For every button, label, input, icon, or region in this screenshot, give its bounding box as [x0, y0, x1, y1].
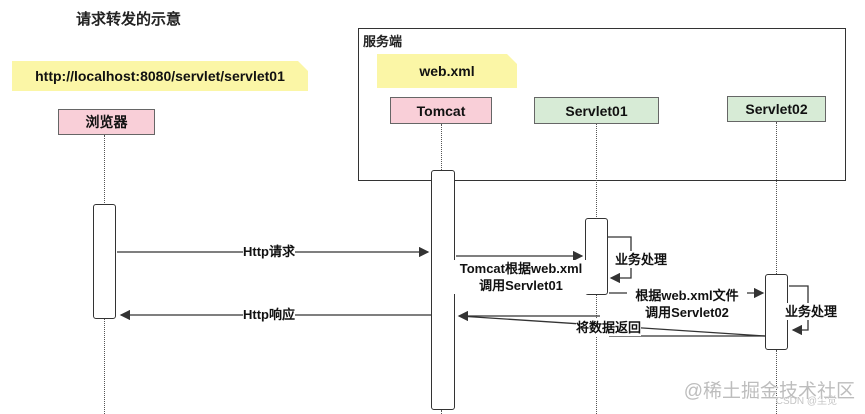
watermark-small: CSDN @尘觉 — [775, 396, 837, 407]
url-note: http://localhost:8080/servlet/servlet01 — [12, 61, 308, 91]
label-webxml-call: 根据web.xml文件 调用Servlet02 — [627, 287, 747, 321]
lifeline-browser — [104, 135, 105, 205]
activation-servlet01 — [585, 218, 608, 295]
diagram-title: 请求转发的示意 — [76, 11, 182, 28]
actor-servlet01: Servlet01 — [534, 97, 659, 124]
lifeline-servlet01-bottom — [596, 295, 597, 414]
lifeline-servlet01 — [596, 124, 597, 219]
label-tomcat-call: Tomcat根据web.xml 调用Servlet01 — [452, 260, 590, 294]
server-label: 服务端 — [363, 34, 403, 49]
label-business1: 业务处理 — [615, 251, 668, 268]
lifeline-servlet02-bottom — [776, 350, 777, 414]
actor-browser: 浏览器 — [58, 109, 155, 135]
label-http-response: Http响应 — [243, 306, 295, 323]
activation-tomcat — [431, 170, 455, 410]
lifeline-tomcat — [441, 124, 442, 170]
lifeline-tomcat-bottom — [441, 410, 442, 414]
lifeline-servlet02 — [776, 122, 777, 274]
label-http-request: Http请求 — [243, 243, 295, 260]
webxml-note: web.xml — [377, 54, 517, 88]
actor-tomcat: Tomcat — [390, 97, 492, 124]
actor-servlet02: Servlet02 — [727, 96, 826, 122]
lifeline-browser-bottom — [104, 318, 105, 414]
activation-browser — [93, 204, 116, 319]
server-box — [358, 28, 846, 181]
label-return-data: 将数据返回 — [576, 319, 642, 336]
watermark: @稀土掘金技术社区 — [683, 381, 855, 402]
label-business2: 业务处理 — [785, 303, 838, 320]
